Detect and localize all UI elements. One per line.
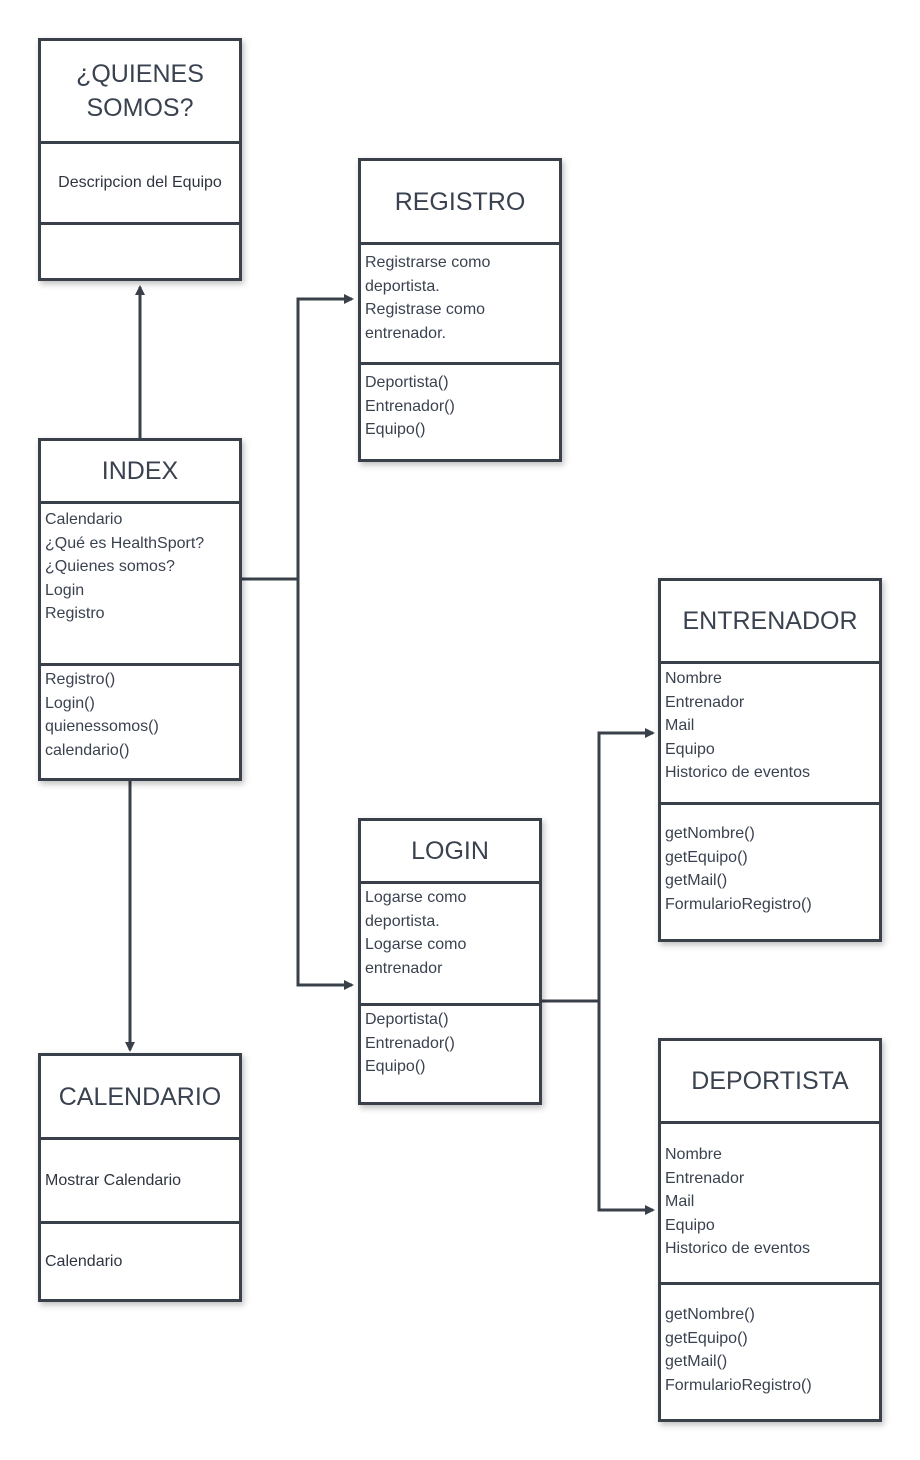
calendario-title: CALENDARIO (58, 1082, 222, 1111)
registro-method: Equipo() (365, 421, 426, 438)
index-method: Registro() (45, 671, 116, 688)
deportista-attr: Historico de eventos (665, 1240, 810, 1257)
login-title: LOGIN (411, 837, 489, 865)
login-class: LOGIN Logarse como deportista. Logarse c… (358, 818, 542, 1105)
entrenador-method: getNombre() (665, 825, 755, 842)
calendario-attribute: Mostrar Calendario (41, 1137, 239, 1221)
index-method: Login() (45, 694, 95, 712)
login-attr: Logarse como (365, 889, 467, 906)
registro-method: Deportista() (365, 374, 449, 391)
deportista-method: FormularioRegistro() (665, 1376, 812, 1394)
index-attr: Calendario (45, 511, 123, 528)
index-attr: Login (45, 581, 85, 599)
index-to-login-arrow (296, 579, 354, 990)
quienes-title: ¿QUIENES SOMOS? (41, 41, 239, 141)
entrenador-attr: Historico de eventos (665, 764, 810, 781)
quienes-description: Descripcion del Equipo (41, 141, 239, 222)
index-attr: Registro (45, 605, 105, 622)
index-attributes: Calendario ¿Qué es HealthSport? ¿Quienes… (41, 501, 239, 663)
quienes-title-line-1: ¿QUIENES (76, 60, 204, 88)
entrenador-attr: Equipo (665, 740, 715, 758)
entrenador-method: getMail() (665, 872, 728, 889)
deportista-methods: getNombre() getEquipo() getMail() Formul… (661, 1282, 879, 1419)
deportista-method: getMail() (665, 1353, 728, 1370)
quienes-methods-empty (41, 222, 239, 278)
calendario-method: Calendario (41, 1221, 239, 1299)
registro-methods: Deportista() Entrenador() Equipo() (361, 362, 559, 459)
entrenador-title: ENTRENADOR (682, 607, 858, 635)
entrenador-method: getEquipo() (665, 848, 748, 866)
entrenador-method: FormularioRegistro() (665, 895, 812, 913)
registro-attr: Registrarse como (365, 254, 491, 271)
deportista-class: DEPORTISTA Nombre Entrenador Mail Equipo… (658, 1038, 882, 1422)
registro-attr: entrenador. (365, 324, 446, 342)
login-to-deportista-arrow (597, 1001, 655, 1215)
deportista-method: getEquipo() (665, 1329, 748, 1347)
index-attr: ¿Qué es HealthSport? (45, 534, 205, 552)
index-method: calendario() (45, 741, 130, 759)
entrenador-methods: getNombre() getEquipo() getMail() Formul… (661, 802, 879, 939)
quienes-somos-class: ¿QUIENES SOMOS? Descripcion del Equipo (38, 38, 242, 281)
login-attributes: Logarse como deportista. Logarse como en… (361, 881, 539, 1003)
registro-attributes: Registrarse como deportista. Registrase … (361, 242, 559, 362)
login-method: Equipo() (365, 1058, 426, 1075)
deportista-attr: Equipo (665, 1216, 715, 1234)
entrenador-attributes: Nombre Entrenador Mail Equipo Historico … (661, 661, 879, 802)
deportista-attr: Entrenador (665, 1169, 745, 1187)
entrenador-attr: Nombre (665, 670, 722, 687)
index-to-registro-arrow (241, 294, 354, 581)
index-methods: Registro() Login() quienessomos() calend… (41, 663, 239, 778)
index-method: quienessomos() (45, 718, 159, 735)
login-method: Deportista() (365, 1011, 449, 1028)
index-attr: ¿Quienes somos? (45, 558, 175, 575)
registro-attr: Registrase como (365, 301, 486, 318)
deportista-attributes: Nombre Entrenador Mail Equipo Historico … (661, 1121, 879, 1282)
login-attr: deportista. (365, 912, 440, 930)
deportista-attr: Mail (665, 1193, 695, 1210)
login-method: Entrenador() (365, 1034, 455, 1052)
registro-title: REGISTRO (394, 187, 526, 216)
login-methods: Deportista() Entrenador() Equipo() (361, 1003, 539, 1102)
quienes-title-line-2: SOMOS? (86, 94, 194, 122)
deportista-method: getNombre() (665, 1306, 755, 1323)
index-title: INDEX (101, 457, 179, 485)
login-attr: entrenador (365, 959, 443, 977)
index-class: INDEX Calendario ¿Qué es HealthSport? ¿Q… (38, 438, 242, 781)
login-to-entrenador-arrow (541, 728, 655, 1003)
entrenador-class: ENTRENADOR Nombre Entrenador Mail Equipo… (658, 578, 882, 942)
entrenador-attr: Mail (665, 717, 695, 734)
deportista-title: DEPORTISTA (691, 1067, 849, 1095)
registro-class: REGISTRO Registrarse como deportista. Re… (358, 158, 562, 462)
registro-method: Entrenador() (365, 397, 455, 415)
registro-attr: deportista. (365, 277, 440, 295)
deportista-attr: Nombre (665, 1146, 722, 1163)
entrenador-attr: Entrenador (665, 693, 745, 711)
login-attr: Logarse como (365, 936, 467, 953)
calendario-class: CALENDARIO Mostrar Calendario Calendario (38, 1053, 242, 1302)
